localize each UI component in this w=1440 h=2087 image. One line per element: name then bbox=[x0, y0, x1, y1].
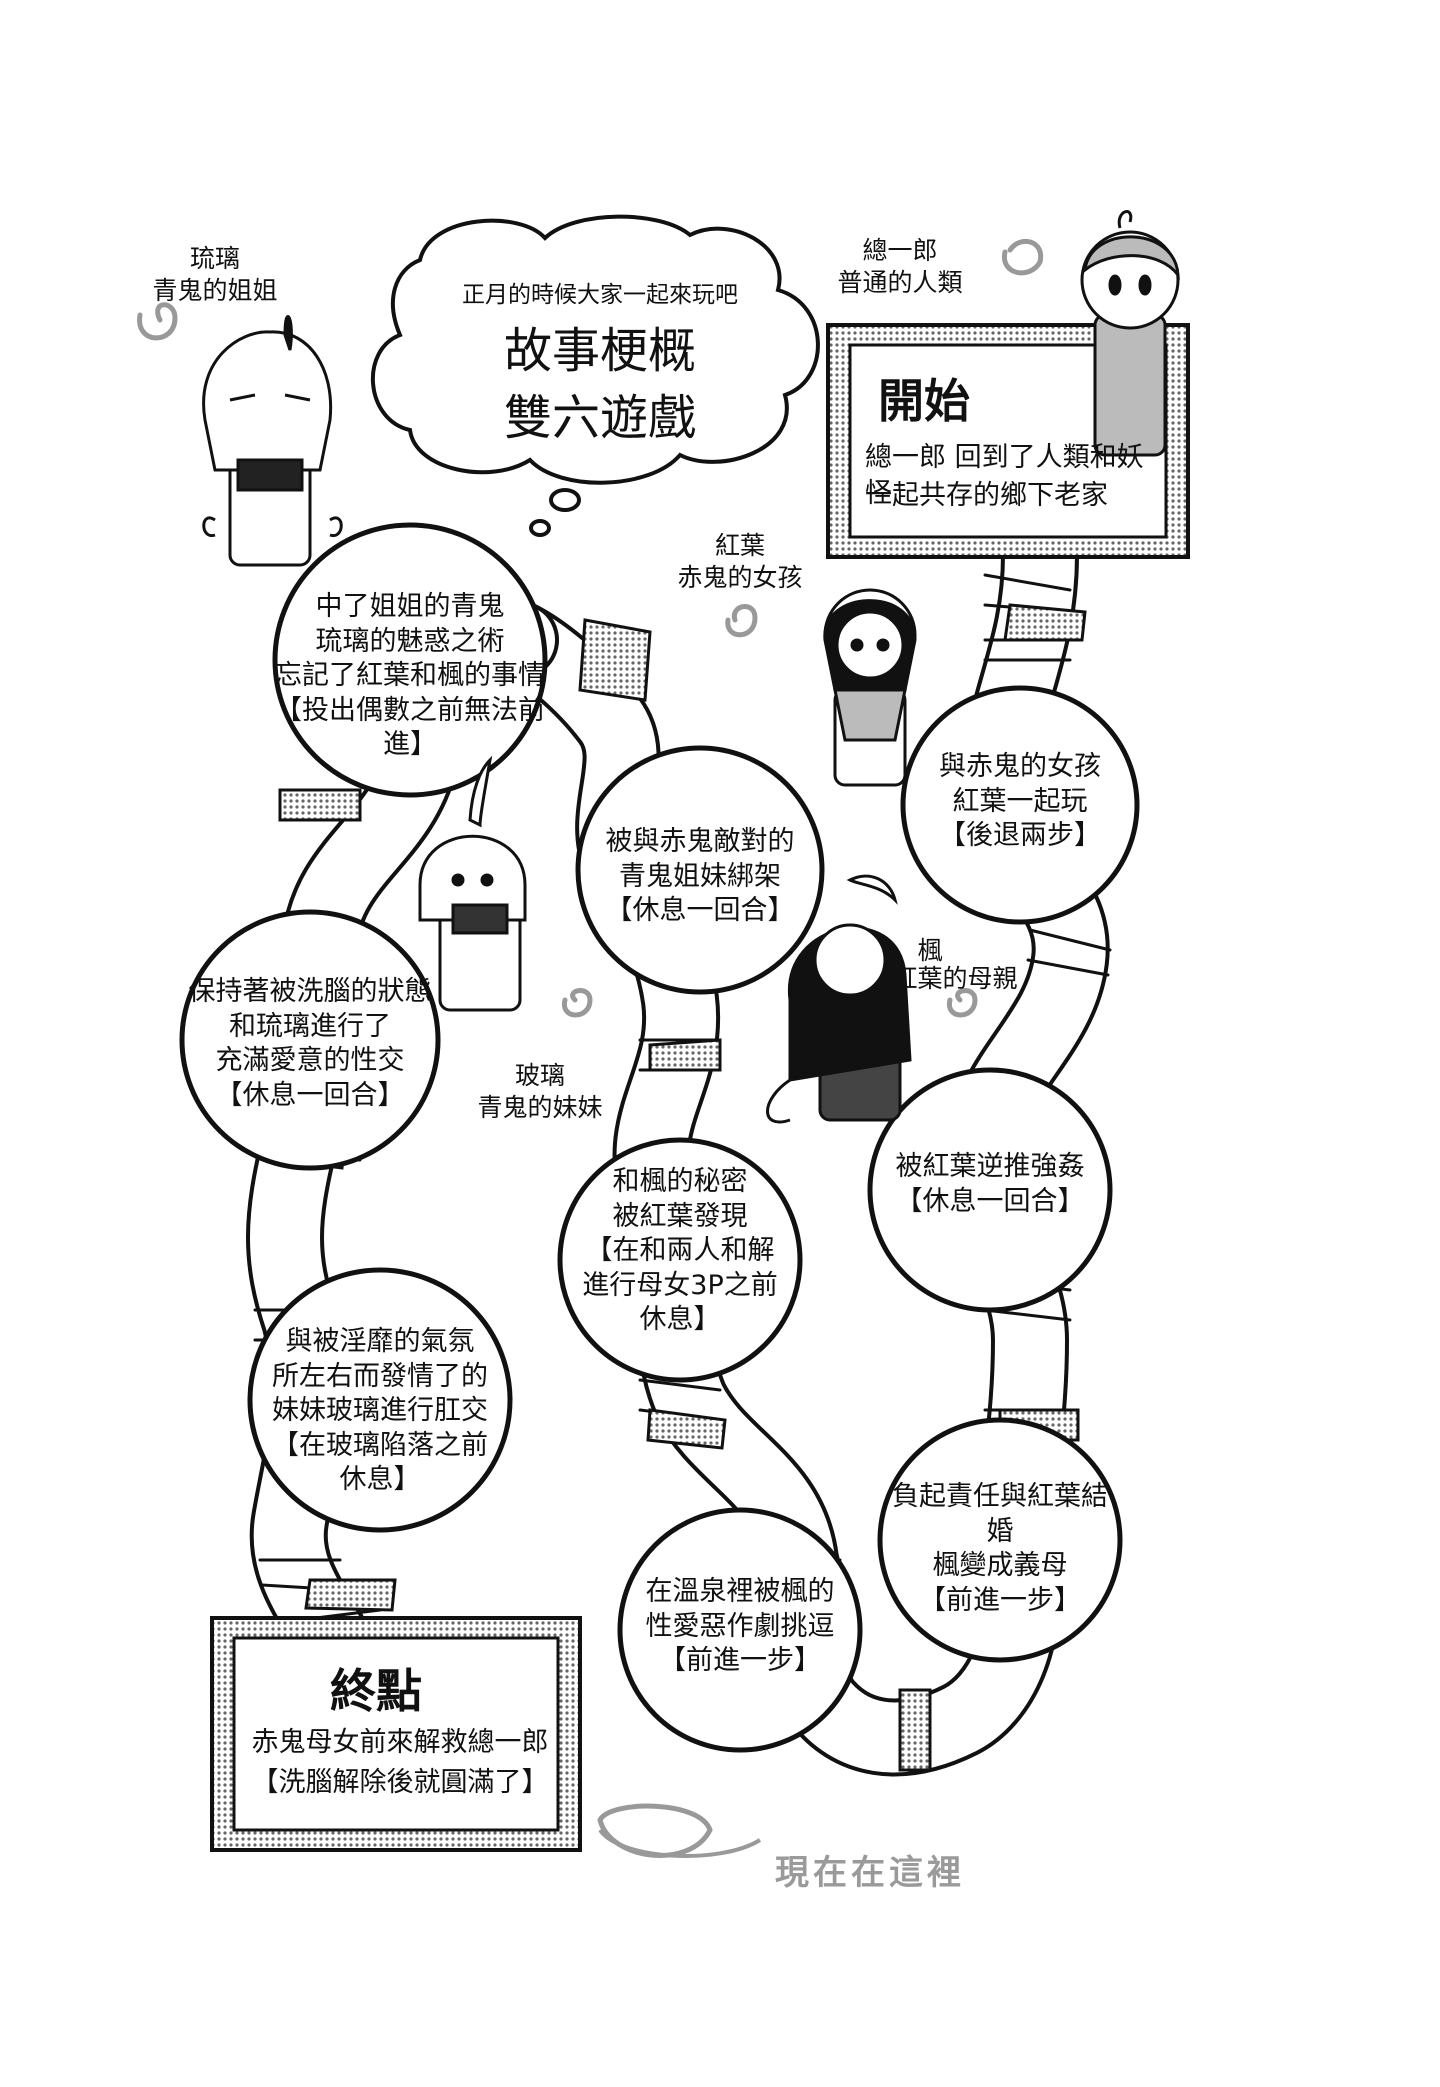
space-6-line2: 青鬼姐妹綁架 bbox=[619, 860, 781, 892]
space-9-line2: 所左右而發情了的 bbox=[272, 1360, 488, 1392]
space-5-line1: 和楓的秘密 bbox=[612, 1166, 748, 1197]
space-8-line1: 保持著被洗腦的狀態 bbox=[188, 976, 432, 1007]
space-5: 和楓的秘密 被紅葉發現 【在和兩人和解 進行母女3P之前 休息】 bbox=[565, 1165, 795, 1338]
end-body-line1: 赤鬼母女前來解救總一郎 bbox=[251, 1727, 549, 1758]
header-title-line2: 雙六遊戲 bbox=[503, 390, 696, 446]
header-title-line1: 故事梗概 bbox=[503, 323, 696, 379]
space-4-line3: 【前進一步】 bbox=[659, 1645, 821, 1677]
start-body-line2: 一起共存的鄉下老家 bbox=[865, 480, 1108, 511]
start-body-line1: 總一郎 回到了人類和妖怪 bbox=[865, 442, 1144, 509]
space-3: 負起責任與紅葉結婚 楓變成義母 【前進一步】 bbox=[880, 1480, 1120, 1618]
label-kureha-desc: 赤鬼的女孩 bbox=[677, 563, 803, 592]
label-souichirou-name: 總一郎 bbox=[862, 236, 938, 265]
space-1-line3: 【後退兩步】 bbox=[939, 820, 1101, 852]
space-circles bbox=[179, 522, 1140, 1753]
space-7-line4: 【投出偶數之前無法前進】 bbox=[275, 694, 545, 761]
space-9-line5: 休息】 bbox=[339, 1464, 421, 1496]
label-souichirou-desc: 普通的人類 bbox=[837, 268, 963, 297]
space-5-line3: 【在和兩人和解 bbox=[585, 1235, 775, 1267]
space-8-line3: 充滿愛意的性交 bbox=[215, 1045, 405, 1077]
space-1: 與赤鬼的女孩 紅葉一起玩 【後退兩步】 bbox=[920, 750, 1120, 854]
space-9-line3: 妹妹玻璃進行肛交 bbox=[272, 1395, 488, 1427]
piece-hari bbox=[418, 755, 527, 1012]
label-kureha-name: 紅葉 bbox=[714, 531, 765, 560]
space-6-line1: 被與赤鬼敵對的 bbox=[605, 826, 795, 857]
space-2-line1: 被紅葉逆推強姦 bbox=[895, 1151, 1085, 1182]
space-1-line2: 紅葉一起玩 bbox=[952, 785, 1088, 817]
space-4-line1: 在溫泉裡被楓的 bbox=[645, 1576, 835, 1607]
label-hari-name: 玻璃 bbox=[514, 1061, 565, 1090]
space-4-line2: 性愛惡作劇挑逗 bbox=[645, 1610, 835, 1642]
space-3-line2: 楓變成義母 bbox=[932, 1550, 1068, 1582]
space-8: 保持著被洗腦的狀態 和琉璃進行了 充滿愛意的性交 【休息一回合】 bbox=[185, 975, 435, 1113]
label-ruri-desc: 青鬼的姐姐 bbox=[152, 276, 278, 305]
here-arrow bbox=[598, 1828, 762, 1859]
space-3-line3: 【前進一步】 bbox=[919, 1584, 1081, 1616]
space-9-line1: 與被淫靡的氣氛 bbox=[285, 1326, 475, 1357]
space-5-line5: 休息】 bbox=[639, 1304, 721, 1336]
label-kaede-desc: 紅葉的母親 bbox=[892, 964, 1018, 993]
space-5-line2: 被紅葉發現 bbox=[612, 1200, 748, 1232]
space-7: 中了姐姐的青鬼 琉璃的魅惑之術 忘記了紅葉和楓的事情 【投出偶數之前無法前進】 bbox=[270, 590, 550, 763]
label-ruri-name: 琉璃 bbox=[189, 244, 240, 273]
space-1-line1: 與赤鬼的女孩 bbox=[939, 751, 1101, 782]
end-title: 終點 bbox=[330, 1664, 422, 1718]
title-cloud bbox=[370, 214, 820, 537]
header-subtitle: 正月的時候大家一起來玩吧 bbox=[462, 282, 738, 308]
space-6: 被與赤鬼敵對的 青鬼姐妹綁架 【休息一回合】 bbox=[585, 825, 815, 929]
space-2-line2: 【休息一回合】 bbox=[895, 1185, 1085, 1217]
space-2: 被紅葉逆推強姦 【休息一回合】 bbox=[880, 1150, 1100, 1219]
end-body-line2: 【洗腦解除後就圓滿了】 bbox=[251, 1767, 549, 1798]
space-6-line3: 【休息一回合】 bbox=[605, 895, 795, 927]
piece-souichirou bbox=[1080, 210, 1180, 457]
label-hari-desc: 青鬼的妹妹 bbox=[477, 1093, 603, 1122]
space-5-line4: 進行母女3P之前 bbox=[582, 1269, 778, 1301]
piece-kureha bbox=[823, 588, 917, 787]
space-7-line1: 中了姐姐的青鬼 bbox=[315, 591, 505, 622]
start-title: 開始 bbox=[878, 374, 970, 428]
space-8-line4: 【休息一回合】 bbox=[215, 1079, 405, 1111]
space-9-line4: 【在玻璃陷落之前 bbox=[272, 1429, 488, 1461]
space-9: 與被淫靡的氣氛 所左右而發情了的 妹妹玻璃進行肛交 【在玻璃陷落之前 休息】 bbox=[255, 1325, 505, 1498]
space-4: 在溫泉裡被楓的 性愛惡作劇挑逗 【前進一步】 bbox=[625, 1575, 855, 1679]
space-7-line3: 忘記了紅葉和楓的事情 bbox=[275, 660, 545, 692]
space-3-line1: 負起責任與紅葉結婚 bbox=[892, 1481, 1108, 1547]
label-kaede-name: 楓 bbox=[917, 936, 943, 965]
space-7-line2: 琉璃的魅惑之術 bbox=[315, 625, 505, 657]
space-8-line2: 和琉璃進行了 bbox=[229, 1010, 391, 1042]
here-label: 現在在這裡 bbox=[775, 1853, 965, 1893]
piece-ruri bbox=[202, 315, 343, 567]
end-box-frame bbox=[210, 1616, 582, 1852]
piece-kaede bbox=[766, 874, 912, 1124]
